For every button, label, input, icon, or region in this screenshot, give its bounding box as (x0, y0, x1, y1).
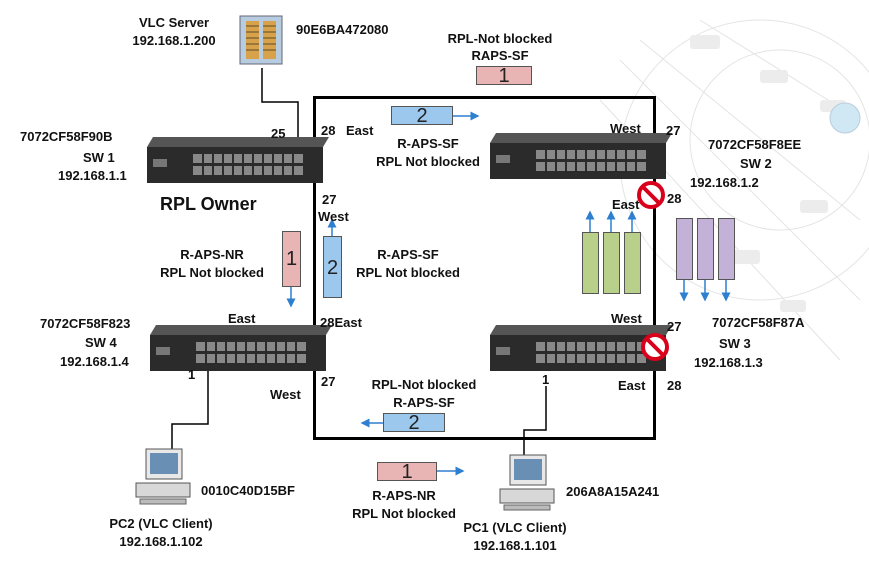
sw4-ip: 192.168.1.4 (60, 354, 129, 369)
msg-bottom-ring-line2: R-APS-SF (393, 395, 455, 410)
sw3-ip: 192.168.1.3 (694, 355, 763, 370)
blocked-port-icon (640, 332, 670, 362)
sw2-port-28: 28 (667, 191, 682, 206)
sw2-port-27: 27 (666, 123, 681, 138)
switch-sw2 (488, 133, 678, 188)
pc1-ip: 192.168.1.101 (473, 538, 557, 553)
data-frame-purple-3 (718, 218, 735, 280)
sw2-ip: 192.168.1.2 (690, 175, 759, 190)
sw1-ip: 192.168.1.1 (58, 168, 127, 183)
sw3-port-1: 1 (542, 372, 550, 387)
server-icon (238, 14, 286, 73)
pc1-name: PC1 (VLC Client) (463, 520, 567, 535)
msg-top-right-line1: RPL-Not blocked (447, 31, 553, 46)
rpl-owner-label: RPL Owner (160, 194, 257, 214)
pc2-mac: 0010C40D15BF (201, 483, 295, 498)
sw2-east: East (612, 197, 640, 212)
sw1-port-25: 25 (271, 126, 286, 141)
server-ip: 192.168.1.200 (132, 33, 216, 48)
switch-sw4 (148, 325, 338, 380)
msg-left-line1: R-APS-NR (180, 247, 244, 262)
sw3-port-27: 27 (667, 319, 682, 334)
sw3-mac: 7072CF58F87A (712, 315, 805, 330)
msg-bottom-line1: R-APS-NR (372, 488, 436, 503)
sw1-port-27: 27 (322, 192, 337, 207)
sw1-east: East (346, 123, 374, 138)
sw1-west: West (318, 209, 349, 224)
pc2-ip: 192.168.1.102 (119, 534, 203, 549)
sw1-mac: 7072CF58F90B (20, 129, 113, 144)
msg-left-line2: RPL Not blocked (160, 265, 264, 280)
switch-sw3 (488, 325, 678, 380)
sw3-east: East (618, 378, 646, 393)
msg-top-mid-line2: RPL Not blocked (376, 154, 480, 169)
sw1-port-28: 28 (321, 123, 336, 138)
sw4-east: East (228, 311, 256, 326)
packet-raps-2-left: 2 (323, 236, 342, 298)
pc1-icon (496, 453, 558, 516)
packet-raps-1-bottom: 1 (377, 462, 437, 482)
msg-top-mid-line1: R-APS-SF (397, 136, 459, 151)
sw4-port-27: 27 (321, 374, 336, 389)
msg-mid-left-line2: RPL Not blocked (356, 265, 460, 280)
sw4-west: West (270, 387, 301, 402)
sw3-port-28: 28 (667, 378, 682, 393)
msg-bottom-ring-line1: RPL-Not blocked (371, 377, 477, 392)
sw4-name: SW 4 (85, 335, 117, 350)
sw2-name: SW 2 (740, 156, 772, 171)
sw3-west: West (611, 311, 642, 326)
msg-mid-left-line1: R-APS-SF (377, 247, 439, 262)
packet-raps-2-top: 2 (391, 106, 453, 126)
sw2-mac: 7072CF58F8EE (708, 137, 802, 152)
server-label: VLC Server (138, 15, 210, 30)
ring-topology-frame (313, 96, 656, 440)
pc2-name: PC2 (VLC Client) (109, 516, 213, 531)
sw4-mac: 7072CF58F823 (40, 316, 131, 331)
data-frame-purple-1 (676, 218, 693, 280)
sw4-port-1: 1 (188, 367, 196, 382)
data-frame-green-1 (582, 232, 599, 294)
blocked-port-icon (636, 180, 666, 210)
sw3-name: SW 3 (719, 336, 751, 351)
sw2-west: West (610, 121, 641, 136)
packet-raps-2-bottom: 2 (383, 413, 445, 433)
pc2-icon (132, 447, 194, 510)
msg-bottom-line2: RPL Not blocked (352, 506, 456, 521)
data-frame-green-2 (603, 232, 620, 294)
server-mac: 90E6BA472080 (296, 22, 389, 37)
switch-sw1 (145, 137, 335, 192)
msg-top-right-line2: RAPS-SF (471, 48, 529, 63)
sw1-name: SW 1 (83, 150, 115, 165)
pc1-mac: 206A8A15A241 (566, 484, 660, 499)
sw4-port-28-east: 28East (320, 315, 362, 330)
packet-raps-1-top: 1 (476, 66, 532, 86)
data-frame-purple-2 (697, 218, 714, 280)
data-frame-green-3 (624, 232, 641, 294)
packet-raps-1-left: 1 (282, 231, 301, 287)
